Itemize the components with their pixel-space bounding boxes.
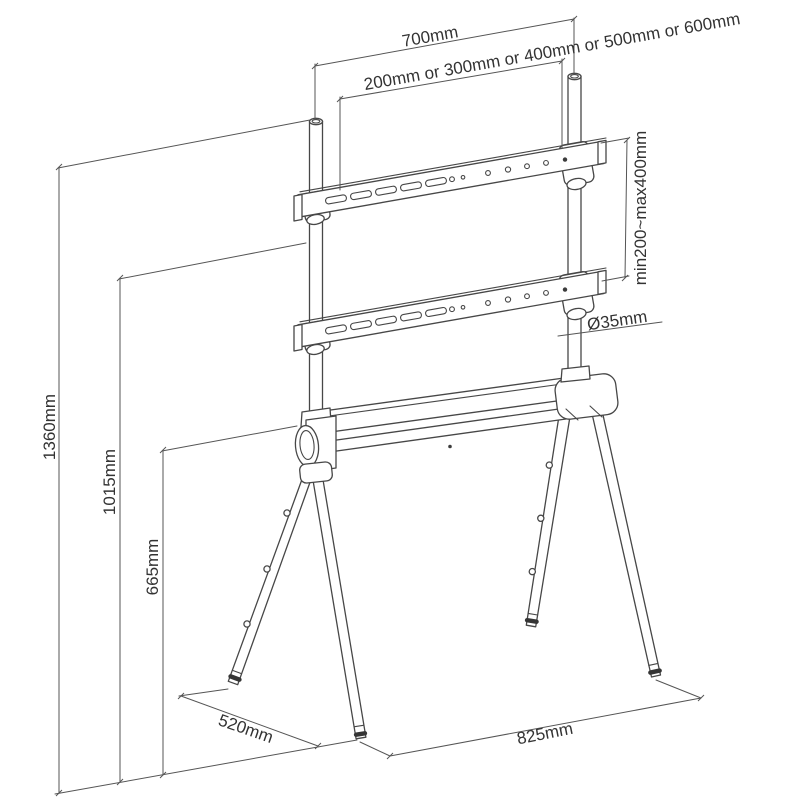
label-vesa-height-range: min200~max400mm <box>631 131 650 286</box>
vesa-holes <box>449 157 568 183</box>
right-junction <box>554 365 619 421</box>
rail-screw <box>448 444 452 449</box>
leg-hook-knob <box>243 620 251 628</box>
dim-bracket-height <box>116 242 307 786</box>
leg-hook-knob <box>537 514 545 523</box>
dim-pole-diameter <box>557 321 663 337</box>
dim-vesa-height-range <box>600 136 631 282</box>
dim-700mm <box>311 15 578 120</box>
dim-base-width <box>359 679 705 760</box>
label-total-height: 1360mm <box>40 394 59 460</box>
left-junction <box>294 407 337 484</box>
vesa-holes <box>449 287 568 313</box>
leg-hook-knob <box>545 461 554 469</box>
leg-hook-knob <box>528 567 537 576</box>
left-pole <box>308 117 324 422</box>
label-crossbar-height: 665mm <box>143 539 162 596</box>
vesa-slots <box>325 176 447 205</box>
right-pole <box>567 72 582 377</box>
leg-hook-knob <box>283 509 291 517</box>
dim-base-depth <box>177 688 322 750</box>
label-bracket-height: 1015mm <box>100 449 119 515</box>
floor-baseline <box>54 739 358 795</box>
dim-vesa-widths <box>336 57 566 191</box>
dim-crossbar-height <box>159 425 298 779</box>
lower-vesa-bracket <box>293 267 607 356</box>
vesa-slots <box>325 306 447 335</box>
upper-vesa-bracket <box>293 137 607 226</box>
leg-hook-knob <box>263 565 271 573</box>
